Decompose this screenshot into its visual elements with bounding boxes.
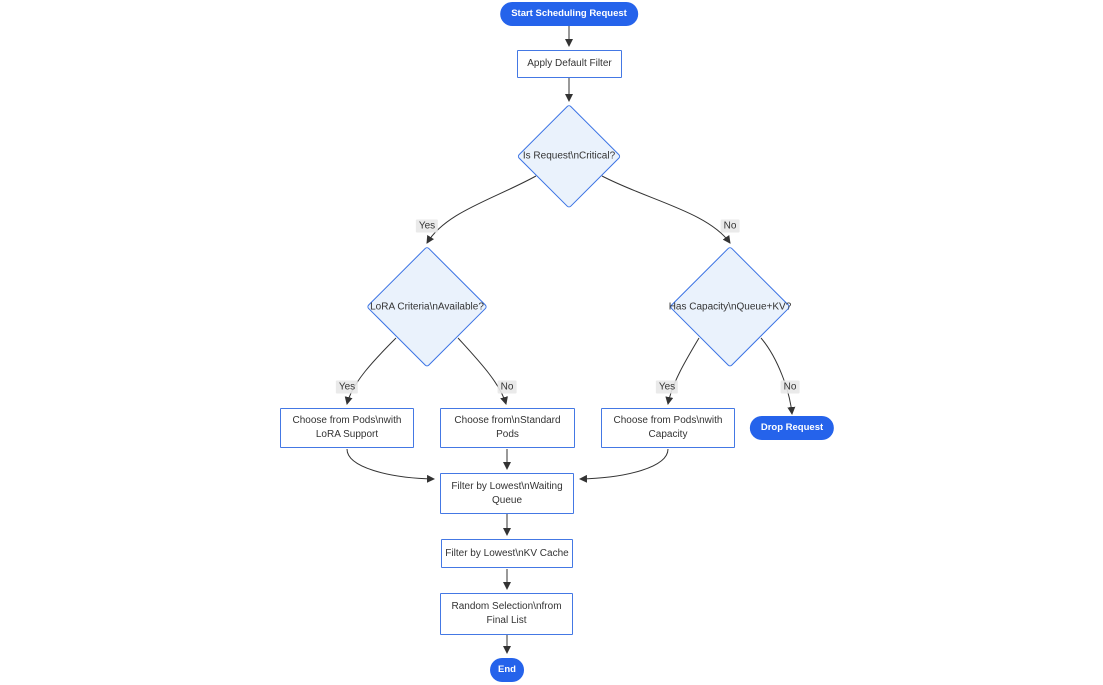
node-label: Pods xyxy=(496,429,519,440)
node-label: Final List xyxy=(486,615,527,626)
edge-label-critical-no: No xyxy=(720,219,740,233)
node-label: Queue xyxy=(491,494,523,506)
edge-critical-yes xyxy=(426,175,537,244)
decision-is-request-critical: Is Request\nCritical? xyxy=(517,104,621,208)
node-label: Choose from Pods\nwith xyxy=(292,415,402,426)
edge-label-critical-yes: Yes xyxy=(415,219,439,233)
node-label: Choose from Pods\nwith xyxy=(613,415,723,426)
node-label: Apply Default Filter xyxy=(527,58,612,69)
edge-capacitypods-filter xyxy=(579,448,669,483)
node-label: Filter by Lowest\nWaiting xyxy=(451,480,563,492)
edge-label-capacity-no: No xyxy=(780,380,800,394)
node-label: Start Scheduling Request xyxy=(511,8,627,19)
edge-capacity-yes xyxy=(665,337,700,405)
node-choose-pods-lora: Choose from Pods\nwith LoRA Support xyxy=(280,408,414,448)
node-choose-pods-capacity: Choose from Pods\nwith Capacity xyxy=(601,408,735,448)
node-random-selection: Random Selection\nfrom Final List xyxy=(440,593,573,635)
node-label: Capacity xyxy=(648,429,688,440)
node-label: Is Request\nCritical? xyxy=(522,150,616,162)
decision-has-capacity-queue-kv: Has Capacity\nQueue+KV? xyxy=(668,245,792,369)
edge-capacity-no xyxy=(760,337,796,415)
edge-lora-no xyxy=(457,337,508,405)
node-label: LoRA Criteria\nAvailable? xyxy=(370,301,484,313)
node-end: End xyxy=(490,658,524,682)
decision-lora-criteria-available: LoRA Criteria\nAvailable? xyxy=(365,245,489,369)
node-choose-standard-pods: Choose from\nStandard Pods xyxy=(440,408,575,448)
edge-label-capacity-yes: Yes xyxy=(655,380,679,394)
node-label: Choose from\nStandard xyxy=(454,415,561,426)
node-label: End xyxy=(498,664,516,675)
edge-label-lora-yes: Yes xyxy=(335,380,359,394)
edge-lorapods-filter xyxy=(346,448,435,483)
node-filter-lowest-waiting-queue: Filter by Lowest\nWaiting Queue xyxy=(440,473,574,514)
edge-critical-no xyxy=(601,175,731,244)
node-label: Has Capacity\nQueue+KV? xyxy=(668,301,792,313)
node-label: LoRA Support xyxy=(315,429,379,440)
node-label: Drop Request xyxy=(760,422,824,433)
node-start: Start Scheduling Request xyxy=(500,2,638,26)
node-apply-default-filter: Apply Default Filter xyxy=(517,50,622,78)
edge-label-lora-no: No xyxy=(497,380,517,394)
node-label: Random Selection\nfrom xyxy=(451,601,562,612)
node-label: Filter by Lowest\nKV Cache xyxy=(445,547,569,559)
node-drop-request: Drop Request xyxy=(749,416,835,440)
node-filter-lowest-kv-cache: Filter by Lowest\nKV Cache xyxy=(441,539,573,568)
edge-lora-yes xyxy=(344,337,397,405)
